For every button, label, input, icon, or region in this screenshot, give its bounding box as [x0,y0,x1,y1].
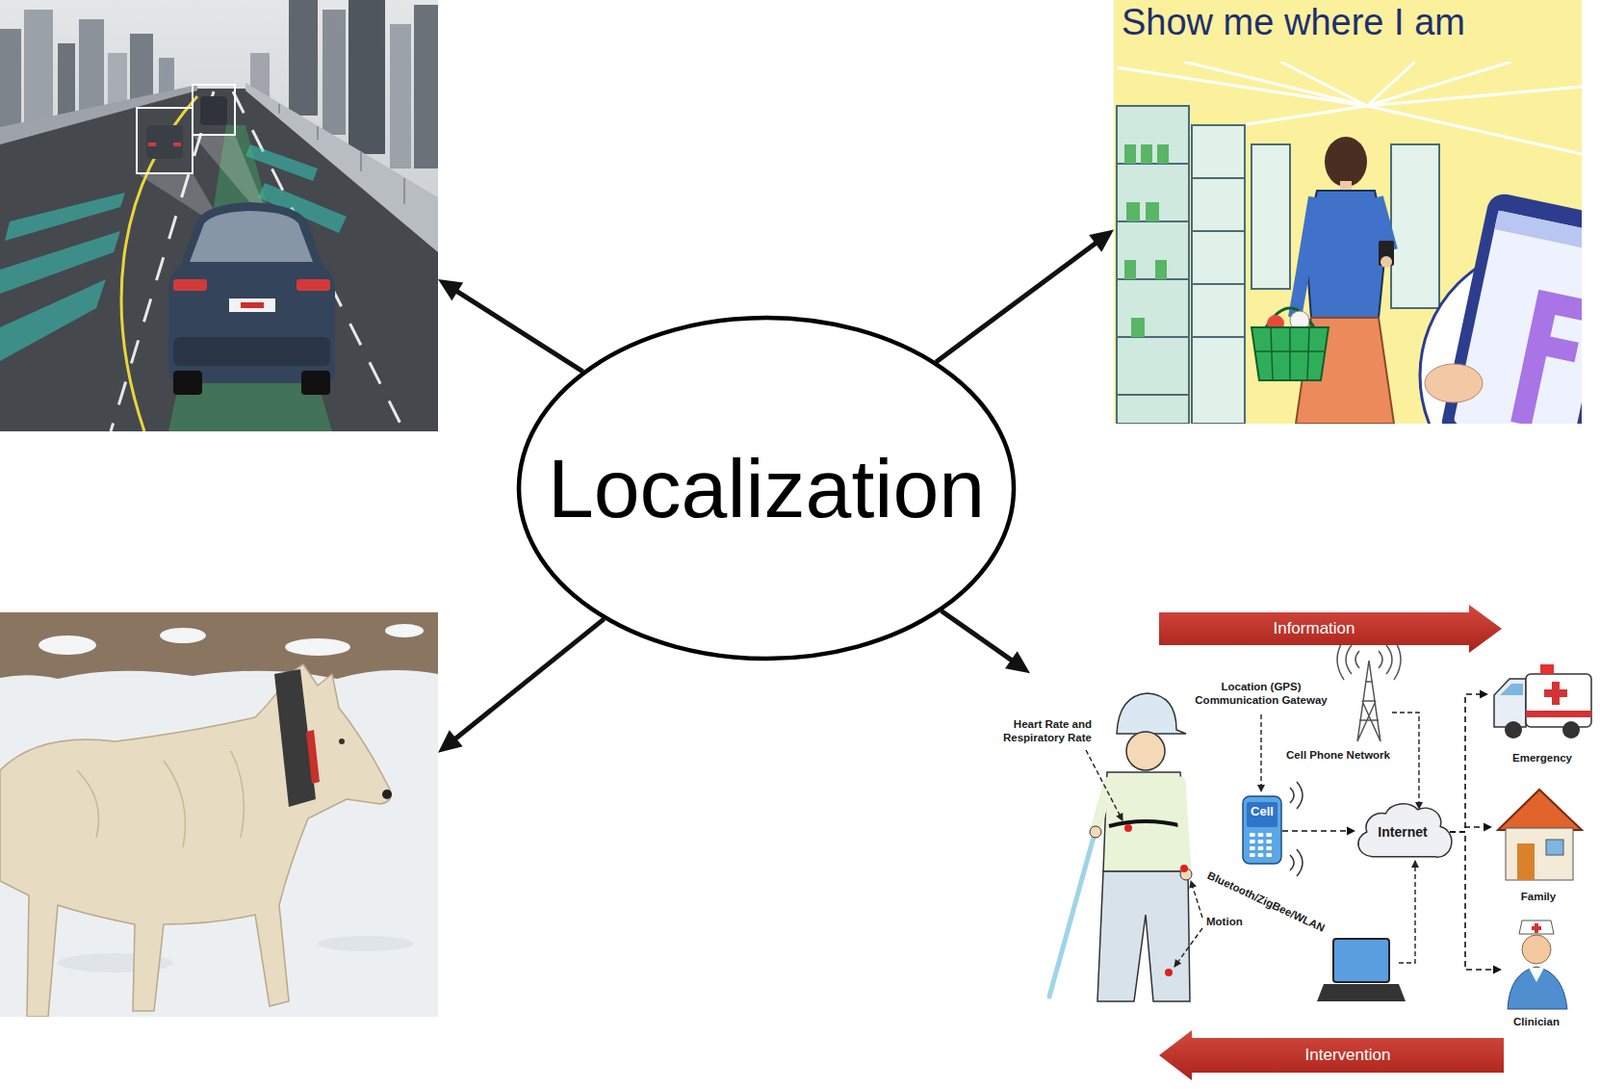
connector-line [1449,694,1482,832]
connector-line [935,240,1099,362]
arrow-head [438,279,464,301]
band-text: Information [1272,619,1355,639]
icon-label: Emergency [1512,751,1573,765]
icon-label: Clinician [1513,1015,1560,1029]
arrow-head [438,729,464,753]
car-picture [0,0,439,432]
flow-band: Information [1159,604,1502,653]
picture-frame: Show me where I am [1113,0,1582,424]
arrow-head [1005,650,1031,673]
connector-line [941,611,1016,664]
internet-cloud: Internet [1355,799,1450,865]
arrow-head [1483,823,1493,832]
topic-arrow [935,230,1114,362]
arrow-head [1346,826,1356,836]
connector-line [453,288,583,372]
arrow-head [1479,690,1489,699]
connector-line [1282,829,1349,832]
icon-label: Family [1521,890,1556,904]
topic-title: Localization [547,440,985,537]
network-label: Cell Phone Network [1286,748,1391,762]
clinician-icon: Clinician [1501,914,1572,1029]
cloud-text: Internet [1377,824,1427,840]
arrow-head [1088,230,1114,253]
data-flow-arrow [1449,823,1493,833]
phone-text: Cell [1250,804,1274,820]
arrow-head [1493,965,1502,975]
sensor-label: Motion [1206,914,1243,929]
picture-caption: Show me where I am [1121,1,1466,45]
data-flow-arrow [1449,690,1489,833]
data-flow-arrow [1449,831,1502,975]
gateway-label: Location (GPS) Communication Gateway [1188,679,1334,707]
family-icon: Family [1492,783,1585,904]
health-system-art [1049,639,1592,1009]
flow-band: Intervention [1159,1030,1504,1081]
emergency-icon: Emergency [1488,650,1597,765]
wolf-picture [0,612,439,1017]
topic-arrow [941,611,1031,674]
band-text: Intervention [1305,1045,1392,1065]
topic-arrow [438,619,604,753]
phone-node: Cell [1241,795,1283,865]
topic-ellipse: Localization [516,314,1017,662]
system-panel: InformationCellInternet EmergencyFamilyCl… [1030,601,1599,1089]
sensor-label: Heart Rate and Respiratory Rate [991,717,1092,745]
picture-frame [0,612,439,1017]
connector-line [1449,831,1496,970]
connector-line [452,619,605,742]
picture-frame [0,0,439,432]
topic-arrow [438,279,584,372]
shop-picture [1113,0,1582,424]
data-flow-arrow [1282,826,1356,836]
